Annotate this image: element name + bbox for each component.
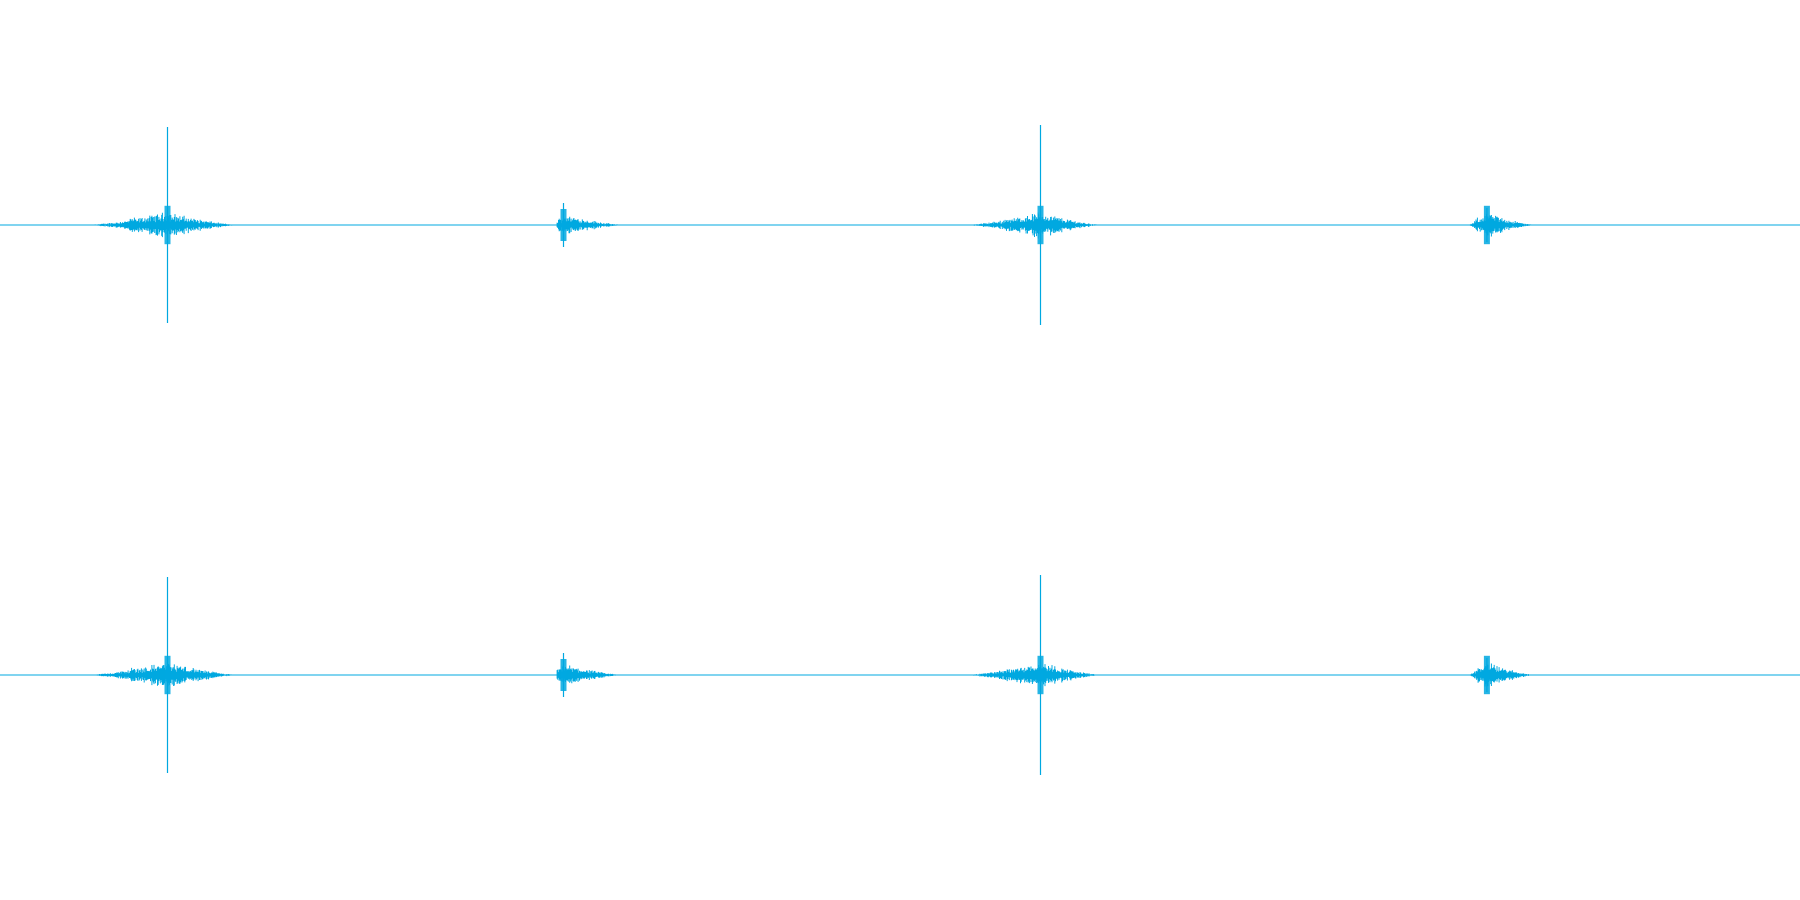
channel-2-event-2 xyxy=(556,653,626,697)
channel-2-event-3-core xyxy=(1037,655,1044,695)
channel-2-event-3 xyxy=(961,575,1105,775)
channel-1-event-3-core xyxy=(1037,205,1044,245)
channel-1-event-1 xyxy=(82,127,240,323)
channel-1-event-1-core xyxy=(164,205,171,245)
channel-1-event-4 xyxy=(1469,205,1536,245)
channel-2 xyxy=(0,575,1800,775)
channel-2-event-2-core xyxy=(560,659,567,691)
channel-1-event-4-core xyxy=(1483,205,1490,245)
channel-2-event-4 xyxy=(1469,655,1536,695)
channel-1-event-2 xyxy=(556,203,626,247)
channel-1-event-2-core xyxy=(560,209,567,241)
channel-1 xyxy=(0,125,1800,325)
channel-2-event-1-core xyxy=(164,655,171,695)
channels-layer xyxy=(0,125,1800,775)
channel-2-event-1 xyxy=(82,577,240,773)
channel-2-event-4-core xyxy=(1483,655,1490,695)
channel-1-event-3 xyxy=(960,125,1105,325)
